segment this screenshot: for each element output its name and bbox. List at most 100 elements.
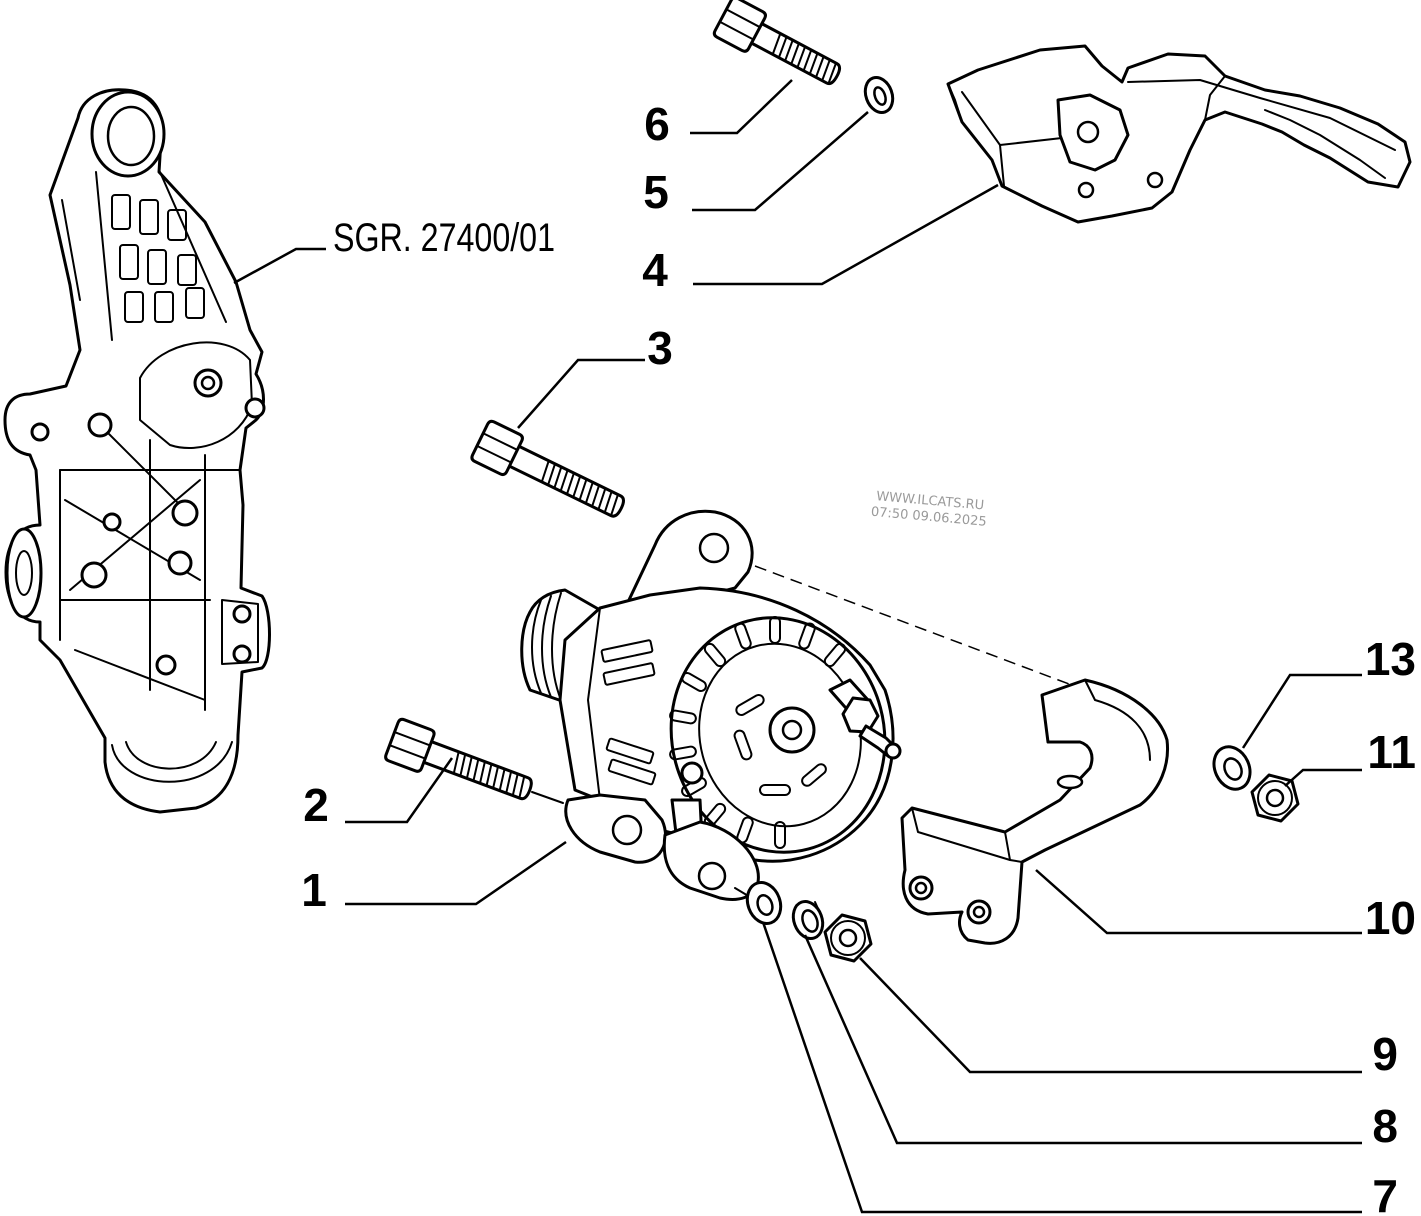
bracket-boss — [80, 561, 108, 589]
lock-washer-split — [814, 901, 821, 914]
bolt-thread-line — [485, 763, 493, 787]
bracket-foot-arc — [111, 741, 233, 783]
housing-seam — [587, 607, 601, 801]
leader-line-reference — [233, 247, 326, 285]
leader-line-2 — [345, 757, 454, 824]
bracket-10-edge — [1041, 694, 1049, 743]
bolt-thread-line — [472, 758, 480, 782]
washer-13 — [1212, 745, 1252, 791]
bolt-thread-line — [814, 55, 825, 79]
bolt-shank — [749, 21, 842, 86]
callout-13: 13 — [1365, 633, 1416, 685]
bracket-boss — [171, 499, 199, 527]
bracket-lattice-cell — [124, 291, 144, 323]
rear-cover-slot — [734, 622, 752, 650]
bracket-10-slot — [1056, 774, 1084, 790]
bracket-boss — [167, 550, 193, 576]
nut-chamfer — [1257, 780, 1293, 816]
lock-washer-8 — [791, 900, 825, 940]
alternator — [520, 509, 902, 901]
bolt-thread-line — [465, 755, 473, 780]
alternator-cover — [946, 44, 1412, 224]
bolt-thread-line — [511, 772, 519, 797]
callout-11: 11 — [1367, 726, 1416, 778]
bracket-10-hole — [914, 881, 928, 895]
rear-hub-center — [781, 719, 803, 741]
washer-bore — [756, 894, 774, 916]
callout-7: 7 — [1372, 1170, 1398, 1216]
pulley-groove — [551, 592, 562, 701]
cover-fold — [1204, 75, 1226, 121]
bolt-thread-line — [505, 770, 513, 795]
bolt-thread-line — [479, 760, 486, 785]
rear-cover-slot — [798, 622, 816, 650]
cover-top-strip — [1127, 79, 1396, 151]
callout-10: 10 — [1365, 892, 1416, 944]
rear-cover-slot — [669, 745, 697, 761]
bracket-boss — [155, 654, 177, 676]
assembly-axis-line — [531, 791, 564, 804]
bracket-lattice-cell — [119, 244, 139, 280]
nut-bore — [1265, 788, 1285, 808]
bolt-head — [712, 0, 767, 53]
bracket-lattice-cell — [185, 287, 205, 319]
alternator-pulley — [520, 588, 602, 704]
bolt-thread-line — [784, 39, 794, 62]
bracket-lattice-cell — [167, 209, 187, 241]
washer-5 — [863, 76, 895, 114]
top-ear-hole — [698, 532, 730, 564]
bracket-side-boss — [5, 527, 43, 619]
bracket-boss — [232, 644, 252, 664]
leader-line-5 — [692, 111, 869, 212]
bolt-thread-line — [808, 52, 819, 76]
bolt-thread-line — [609, 493, 619, 517]
leader-line-8 — [803, 934, 1362, 1145]
bolt-thread-line — [518, 775, 526, 799]
bracket-side-boss-face — [15, 550, 33, 596]
cover-hole — [1146, 171, 1164, 189]
bolt-shank — [421, 739, 533, 801]
bolt-thread-line — [492, 765, 500, 790]
bracket-arm-edge — [159, 171, 227, 323]
nut-bore — [838, 928, 858, 948]
cover-lip — [947, 83, 963, 123]
bolt-3 — [470, 419, 625, 518]
bolt-head-edge — [725, 8, 761, 29]
leader-line-4 — [693, 183, 999, 286]
callout-9: 9 — [1372, 1028, 1398, 1080]
bracket-boss — [30, 422, 50, 442]
terminal-stud-end — [884, 742, 902, 760]
housing-vent — [602, 662, 656, 686]
cover-clip-pin — [1076, 120, 1100, 144]
leader-line-10 — [1035, 869, 1362, 935]
lower-ear-hole — [697, 861, 727, 891]
reference-label: SGR. 27400/01 — [333, 216, 555, 260]
bolt-thread-line — [578, 478, 588, 502]
bracket-10-hole — [972, 905, 986, 919]
cover-hole — [1077, 181, 1095, 199]
bracket-lattice-cell — [139, 199, 159, 235]
through-bolt-head — [680, 761, 704, 785]
bracket-tube-bore — [106, 105, 156, 167]
housing-vent — [605, 737, 655, 765]
bolt-head-edge — [476, 444, 513, 464]
bolt-thread-line — [565, 472, 575, 496]
bolt-thread-line — [559, 469, 569, 493]
bracket-lattice-cell — [154, 291, 174, 323]
bolt-thread-line — [796, 45, 807, 69]
bolt-thread-line — [547, 462, 557, 486]
bracket-arm-edge — [95, 171, 113, 341]
bracket-10-outline — [900, 678, 1170, 945]
bolt-6 — [712, 0, 842, 86]
washer-7 — [745, 881, 783, 925]
terminal-nut — [841, 696, 880, 734]
callout-4: 4 — [642, 244, 668, 296]
bracket-bolt-hole — [200, 375, 216, 391]
bracket-foot-arc — [125, 741, 217, 770]
bracket-boss — [87, 412, 113, 438]
mounting-bracket — [3, 88, 271, 814]
lock-washer-bore — [801, 909, 819, 933]
bolt-thread-line — [827, 62, 838, 85]
callout-8: 8 — [1372, 1100, 1398, 1152]
